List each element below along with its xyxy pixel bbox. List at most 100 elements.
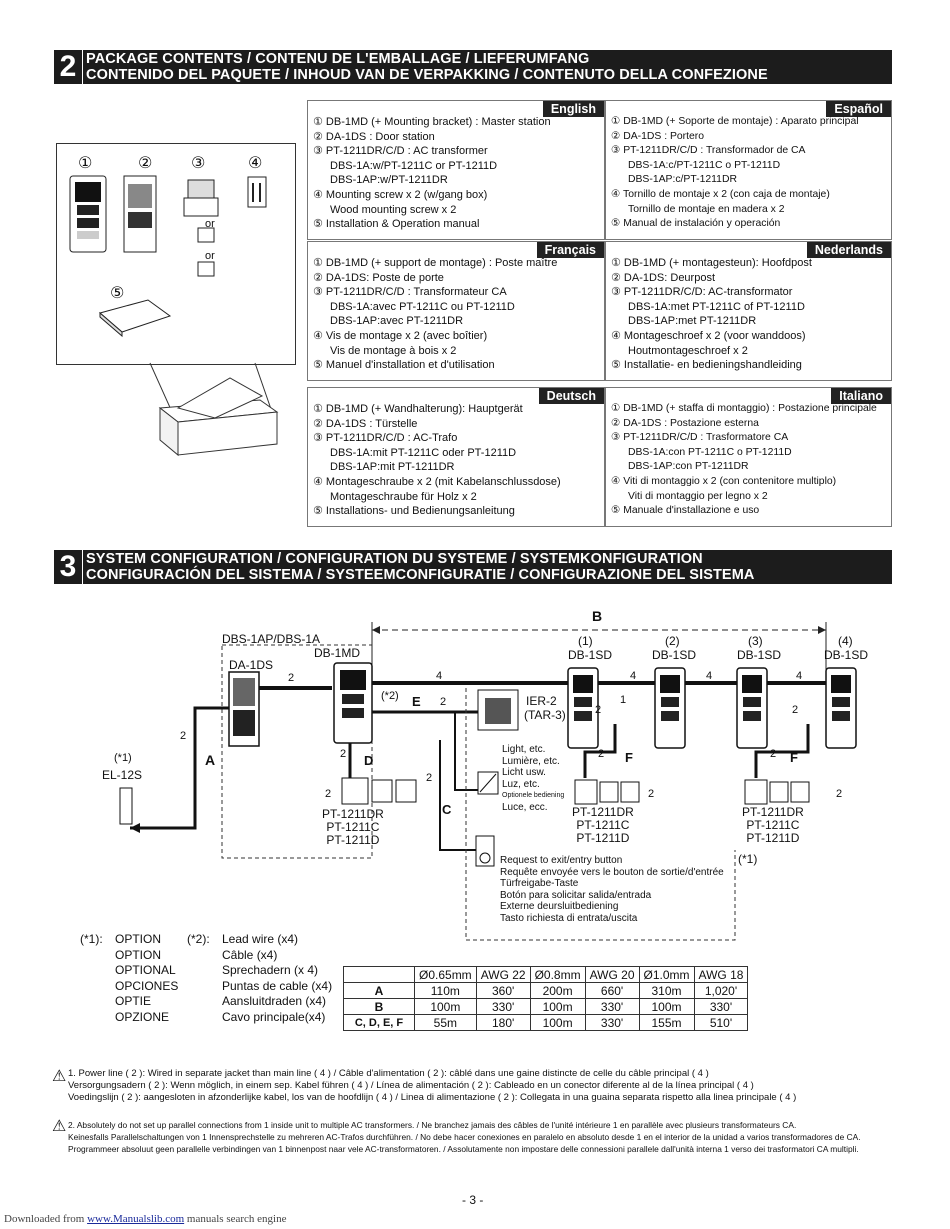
request-line: Externe deursluitbediening bbox=[500, 901, 619, 912]
transformer-label-left: PT-1211DR PT-1211C PT-1211D bbox=[322, 808, 384, 847]
wire-count-label: 2 bbox=[598, 748, 605, 760]
wire-count-label: 2 bbox=[792, 704, 799, 716]
table-cell: 100m bbox=[414, 998, 477, 1015]
lang-line: DBS-1A:c/PT-1211C o PT-1211D bbox=[628, 159, 781, 171]
table-cell: 330' bbox=[475, 998, 531, 1015]
lang-line: Viti di montaggio per legno x 2 bbox=[628, 490, 768, 502]
distance-b-label: B bbox=[592, 608, 603, 624]
lang-line: ① DB-1MD (+ staffa di montaggio) : Posta… bbox=[611, 403, 877, 414]
lang-box-english: English ① DB-1MD (+ Mounting bracket) : … bbox=[307, 100, 605, 240]
table-cell: 100m bbox=[529, 998, 586, 1015]
wire-count-label: 2 bbox=[440, 696, 447, 708]
section-title-line-2: CONTENIDO DEL PAQUETE / INHOUD VAN DE VE… bbox=[86, 67, 768, 83]
lang-line: Montageschraube für Holz x 2 bbox=[330, 490, 477, 503]
section-3-header: 3 SYSTEM CONFIGURATION / CONFIGURATION D… bbox=[54, 550, 892, 584]
sub-station-1 bbox=[567, 667, 599, 749]
section-number: 3 bbox=[54, 550, 83, 584]
lang-line: Vis de montage à bois x 2 bbox=[330, 344, 457, 357]
lang-line: DBS-1A:mit PT-1211C oder PT-1211D bbox=[330, 446, 517, 459]
table-cell: Ø0.8mm bbox=[529, 966, 586, 983]
lang-line: ⑤ Manual de instalación y operación bbox=[611, 218, 781, 230]
pt-line: PT-1211D bbox=[746, 831, 800, 845]
table-cell: AWG 20 bbox=[584, 966, 640, 983]
item-4-number: ④ bbox=[248, 155, 263, 172]
lang-line: ① DB-1MD (+ support de montage) : Poste … bbox=[313, 257, 558, 269]
option-line: Lead wire (x4) bbox=[222, 932, 299, 946]
light-label: Light, etc. Lumière, etc. Licht usw. Luz… bbox=[502, 744, 564, 813]
section-2-header: 2 PACKAGE CONTENTS / CONTENU DE L'EMBALL… bbox=[54, 50, 892, 84]
note-line: 1. Power line ( 2 ): Wired in separate j… bbox=[68, 1068, 709, 1079]
lang-line: ④ Tornillo de montaje x 2 (con caja de m… bbox=[611, 188, 830, 200]
lang-title-espanol: Español bbox=[826, 101, 891, 117]
lang-line: ④ Montageschraube x 2 (mit Kabelanschlus… bbox=[313, 475, 561, 488]
table-row: Ø0.65mm AWG 22 Ø0.8mm AWG 20 Ø1.0mm AWG … bbox=[343, 966, 749, 983]
warning-triangle-2: 2 bbox=[836, 788, 843, 800]
wire-count-label: 2 bbox=[595, 704, 602, 716]
table-cell: 100m bbox=[638, 998, 695, 1015]
package-contents-illustration bbox=[56, 143, 296, 365]
table-row: A 110m 360' 200m 660' 310m 1,020' bbox=[343, 982, 749, 999]
lang-line: DBS-1A:con PT-1211C o PT-1211D bbox=[628, 446, 792, 458]
item-3-number: ③ bbox=[191, 155, 206, 172]
lang-title-english: English bbox=[542, 101, 604, 117]
pt-line: PT-1211C bbox=[576, 818, 630, 832]
lang-line: DBS-1AP:mit PT-1211DR bbox=[330, 461, 455, 474]
lead-wire-note: (*2) bbox=[381, 690, 399, 702]
wire-count-label: 4 bbox=[630, 670, 637, 682]
option-line: OPZIONE bbox=[115, 1009, 170, 1024]
note-2: 2. Absolutely do not set up parallel con… bbox=[68, 1119, 861, 1155]
option-mark: (*1) bbox=[114, 752, 132, 764]
item-5-number: ⑤ bbox=[110, 285, 125, 302]
note-line: Voedingslijn ( 2 ): aangesloten in afzon… bbox=[68, 1092, 797, 1103]
lang-line: ① DB-1MD (+ Mounting bracket) : Master s… bbox=[313, 116, 551, 128]
option-legend-right: Lead wire (x4) Câble (x4) Sprechadern (x… bbox=[222, 932, 332, 1026]
lang-title-deutsch: Deutsch bbox=[538, 388, 604, 404]
request-line: Request to exit/entry button bbox=[500, 855, 623, 866]
lang-box-francais: Français ① DB-1MD (+ support de montage)… bbox=[307, 241, 605, 381]
lang-line: ④ Mounting screw x 2 (w/gang box) bbox=[313, 188, 488, 201]
lang-line: ① DB-1MD (+ Wandhalterung): Hauptgerät bbox=[313, 403, 523, 415]
table-row: C, D, E, F 55m 180' 100m 330' 155m 510' bbox=[343, 1014, 749, 1031]
lang-line: DBS-1A:avec PT-1211C ou PT-1211D bbox=[330, 300, 515, 313]
light-line: Light, etc. bbox=[502, 744, 546, 755]
light-line: Licht usw. bbox=[502, 767, 546, 778]
kit-label: DBS-1AP/DBS-1A bbox=[222, 632, 321, 646]
manualslib-link[interactable]: www.Manualslib.com bbox=[87, 1213, 185, 1225]
table-row: B 100m 330' 100m 330' 100m 330' bbox=[343, 998, 749, 1015]
transformer-label-mid: PT-1211DR PT-1211C PT-1211D bbox=[572, 806, 634, 845]
lang-line: ② DA-1DS : Türstelle bbox=[313, 417, 418, 430]
table-cell: Ø0.65mm bbox=[414, 966, 477, 983]
lang-line: ④ Montageschroef x 2 (voor wanddoos) bbox=[611, 329, 806, 342]
note-line: 2. Absolutely do not set up parallel con… bbox=[68, 1120, 797, 1130]
table-cell: 660' bbox=[584, 982, 640, 999]
lang-line: ④ Vis de montage x 2 (avec boîtier) bbox=[313, 329, 488, 342]
wire-count-label: 2 bbox=[770, 748, 777, 760]
lang-title-francais: Français bbox=[536, 242, 604, 258]
lang-line: ① DB-1MD (+ Soporte de montaje) : Aparat… bbox=[611, 116, 859, 127]
sub-station-4 bbox=[825, 667, 857, 749]
wire-count-label: 2 bbox=[426, 772, 433, 784]
table-cell: AWG 22 bbox=[475, 966, 531, 983]
table-cell: A bbox=[343, 982, 415, 999]
lang-line: ④ Viti di montaggio x 2 (con contenitore… bbox=[611, 475, 837, 487]
request-button-label: Request to exit/entry button Requête env… bbox=[500, 855, 724, 924]
table-cell: 180' bbox=[475, 1014, 531, 1031]
pt-line: PT-1211DR bbox=[322, 807, 384, 821]
sub-station-number-1: (1) bbox=[578, 634, 593, 648]
warning-triangle-2: 2 bbox=[325, 788, 332, 800]
table-cell: 155m bbox=[638, 1014, 695, 1031]
lang-line: DBS-1A:met PT-1211C of PT-1211D bbox=[628, 300, 805, 313]
sub-station-number-3: (3) bbox=[748, 634, 763, 648]
wire-count-label: 2 bbox=[180, 730, 187, 742]
request-line: Türfreigabe-Taste bbox=[500, 878, 579, 889]
lang-line: ⑤ Manuale d'installazione e uso bbox=[611, 505, 760, 517]
lang-line: ③ PT-1211DR/C/D : Transformateur CA bbox=[313, 286, 507, 299]
light-line: Lumière, etc. bbox=[502, 755, 560, 767]
lang-line: ⑤ Installatie- en bedieningshandleiding bbox=[611, 359, 802, 372]
lang-line: ③ PT-1211DR/C/D : Transformador de CA bbox=[611, 145, 806, 157]
lang-line: ⑤ Manuel d'installation et d'utilisation bbox=[313, 359, 495, 372]
item-2-number: ② bbox=[138, 155, 153, 172]
lang-line: ② DA-1DS: Deurpost bbox=[611, 271, 716, 284]
